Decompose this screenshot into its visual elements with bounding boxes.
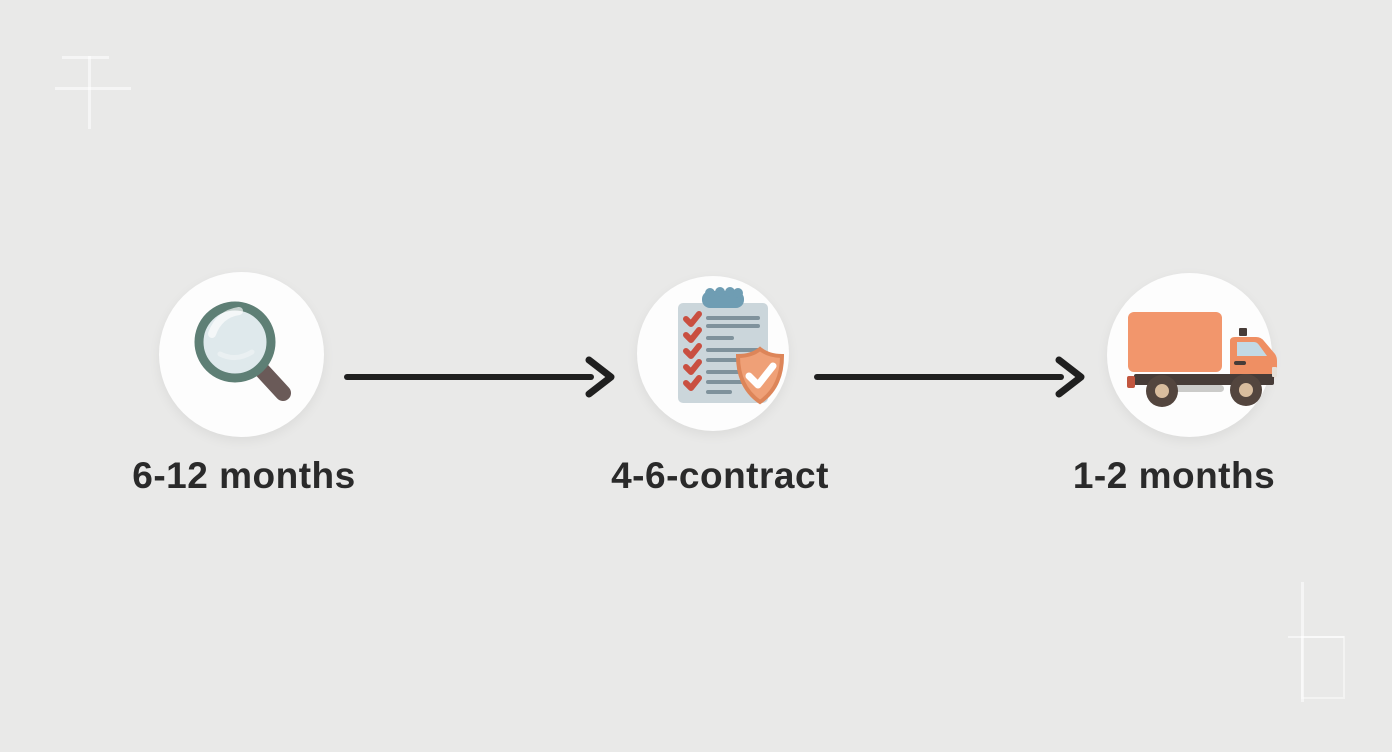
corner-mark-line	[1288, 636, 1344, 638]
checklist-shield-icon	[678, 287, 785, 405]
step-label-research: 6-12 months	[132, 455, 356, 496]
step-label-delivery: 1-2 months	[1072, 455, 1276, 496]
magnifying-glass-icon	[194, 301, 291, 401]
delivery-truck-icon	[1127, 312, 1277, 407]
corner-mark-line	[88, 56, 91, 129]
arrow-right-icon	[814, 356, 1085, 398]
corner-mark-line	[55, 87, 131, 90]
corner-mark-rect	[1301, 636, 1345, 699]
step-label-contract: 4-6-contract	[611, 455, 829, 496]
arrow-right-icon	[344, 356, 615, 398]
corner-mark-line	[62, 56, 109, 59]
corner-mark-line	[1301, 582, 1304, 702]
